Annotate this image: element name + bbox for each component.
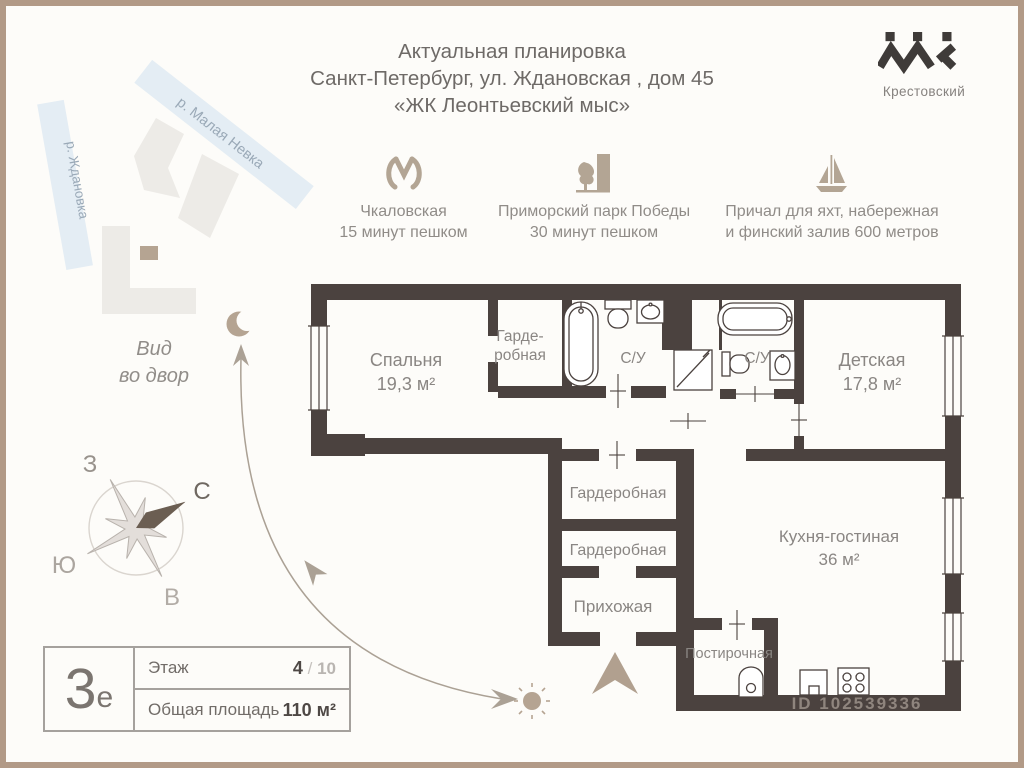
area-value: 110 м² xyxy=(282,699,336,720)
courtyard-line2: во двор xyxy=(119,365,189,387)
map-location-marker xyxy=(140,246,158,260)
sun-path xyxy=(233,344,518,709)
walls xyxy=(311,284,961,711)
sink-icon xyxy=(636,299,665,324)
floor-plan: Спальня 19,3 м² Гарде- робная С/У С/У Де… xyxy=(308,284,964,713)
compass-north-label: С xyxy=(193,478,210,505)
bathtub-icon xyxy=(563,301,599,387)
room-wardrobe-top-label1: Гарде- xyxy=(496,328,543,345)
floor-total: 10 xyxy=(317,658,336,678)
moon-icon xyxy=(226,310,258,337)
room-wardrobe1-label: Гардеробная xyxy=(570,485,667,502)
fixtures xyxy=(563,299,870,698)
watermark: ID 102539336 xyxy=(792,694,923,713)
bathtub-icon-2 xyxy=(717,302,793,336)
stove-icon xyxy=(837,667,870,696)
opening-marks xyxy=(609,374,807,640)
room-kids-area: 17,8 м² xyxy=(843,374,901,394)
window-bedroom xyxy=(308,325,330,411)
plan-scene: р. Малая Невка р. Ждановка xyxy=(37,59,964,719)
windows xyxy=(308,325,964,662)
park-icon xyxy=(576,154,610,193)
apartment-type-number: 3 xyxy=(64,656,97,721)
room-labels: Спальня 19,3 м² Гарде- робная С/У С/У Де… xyxy=(370,328,906,662)
river-zhdanovka xyxy=(37,99,93,270)
room-kitchen-label: Кухня-гостиная xyxy=(779,527,899,546)
entrance-arrow-icon xyxy=(592,652,638,694)
area-row: Общая площадь 110 м² xyxy=(135,690,349,730)
room-bedroom-label: Спальня xyxy=(370,350,442,370)
room-laundry-label: Постирочная xyxy=(685,646,773,662)
area-label: Общая площадь xyxy=(148,700,280,719)
amenity-metro: Чкаловская 15 минут пешком xyxy=(331,150,476,243)
apartment-type-letter: е xyxy=(96,681,114,714)
sun-icon xyxy=(514,683,550,719)
arrowhead-mid-icon xyxy=(304,560,328,586)
toilet-icon xyxy=(604,299,632,329)
sink-icon-2 xyxy=(769,350,796,381)
amenity-park-name: Приморский парк Победы xyxy=(497,203,691,220)
room-wardrobe-top-label2: робная xyxy=(494,347,546,364)
compass-south-label: Ю xyxy=(52,552,76,579)
room-bath1-label: С/У xyxy=(620,350,646,367)
yacht-icon xyxy=(816,155,847,192)
compass-east-label: В xyxy=(164,584,180,611)
compass-west-label: З xyxy=(83,451,98,478)
room-kitchen-area: 36 м² xyxy=(819,550,860,569)
floor-row: Этаж 4 / 10 xyxy=(135,648,349,690)
compass-rose: З С Ю В xyxy=(52,451,211,611)
toilet-icon-2 xyxy=(721,351,750,377)
kitchen-sink-icon xyxy=(799,669,828,696)
room-wardrobe2-label: Гардеробная xyxy=(570,542,667,559)
arrowhead-right-icon xyxy=(491,689,518,709)
amenity-metro-time: 15 минут пешком xyxy=(339,224,468,241)
amenity-park-time: 30 минут пешком xyxy=(529,224,659,241)
courtyard-line1: Вид xyxy=(136,338,172,360)
page-title: Актуальная планировка Санкт-Петербург, у… xyxy=(6,38,1018,119)
brand-logo: Крестовский xyxy=(864,32,984,99)
title-line2: Санкт-Петербург, ул. Ждановская , дом 45 xyxy=(310,67,714,90)
room-hall-label: Прихожая xyxy=(574,597,653,616)
amenity-yacht-dist: и финский залив 600 метров xyxy=(725,224,939,241)
floor-value: 4 xyxy=(292,657,303,678)
sun-path-arc xyxy=(240,357,503,700)
shower-icon xyxy=(673,349,713,391)
metro-icon xyxy=(385,156,422,190)
arrowhead-up-icon xyxy=(233,344,249,366)
brand-logo-icon xyxy=(876,32,957,75)
map-buildings xyxy=(102,118,239,314)
compass-north-pointer xyxy=(136,501,186,529)
window-kitchen-1 xyxy=(942,497,964,575)
title-line1: Актуальная планировка xyxy=(398,40,626,63)
floor-label: Этаж xyxy=(148,658,189,677)
title-line3: «ЖК Леонтьевский мыс» xyxy=(394,94,630,117)
floor-separator: / xyxy=(307,658,313,678)
brand-name: Крестовский xyxy=(882,84,966,99)
amenity-yacht: Причал для яхт, набережная и финский зал… xyxy=(718,150,946,243)
amenity-yacht-name: Причал для яхт, набережная xyxy=(725,203,939,220)
window-kids xyxy=(942,335,964,417)
window-kitchen-2 xyxy=(942,612,964,662)
room-bedroom-area: 19,3 м² xyxy=(377,374,435,394)
washing-machine-icon xyxy=(738,666,764,698)
amenity-metro-name: Чкаловская xyxy=(360,203,447,220)
amenity-park: Приморский парк Победы 30 минут пешком xyxy=(496,150,692,243)
river-malaya-nevka xyxy=(134,59,314,209)
room-bath2-label: С/У xyxy=(744,350,770,367)
courtyard-view-label: Вид во двор xyxy=(94,336,214,390)
room-kids-label: Детская xyxy=(839,350,906,370)
